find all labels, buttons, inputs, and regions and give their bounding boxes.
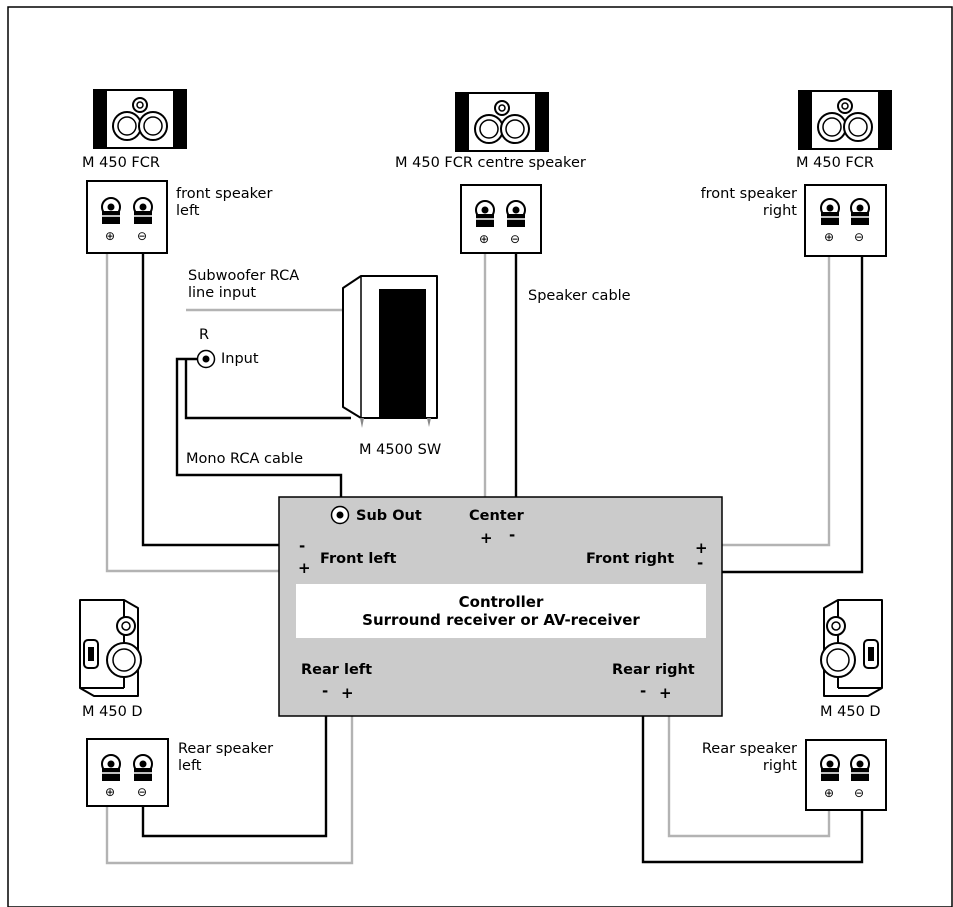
rr-plus-mark: ⊕ [824, 786, 835, 800]
front-right-model-label: M 450 FCR [796, 155, 874, 171]
rear-right-plus: + [659, 684, 672, 702]
black-cables [141, 253, 864, 864]
rl-minus-mark: ⊖ [137, 785, 148, 799]
mono-rca-cable-label: Mono RCA cable [186, 451, 304, 467]
fr-minus-mark: ⊖ [854, 230, 865, 244]
rear-right-terminal-label: Rear speaker right [701, 741, 797, 774]
sub-out-jack [330, 505, 350, 525]
center-plus: + [480, 529, 493, 547]
center-output-label: Center [469, 508, 524, 524]
sub-input-jack [196, 349, 216, 369]
controller-subtitle: Surround receiver or AV-receiver [362, 611, 640, 629]
speaker-cable-label: Speaker cable [528, 288, 631, 304]
outer-frame [7, 6, 953, 907]
fr-plus-mark: ⊕ [824, 230, 835, 244]
front-right-speaker [798, 90, 892, 150]
terminal-front-right [804, 184, 887, 257]
controller-label-panel [296, 584, 706, 638]
rear-left-speaker [79, 599, 142, 697]
subwoofer [342, 275, 438, 428]
subwoofer-rca-label: Subwoofer RCA line input [188, 268, 300, 301]
front-left-plus: + [298, 559, 311, 577]
rear-right-minus: - [640, 682, 647, 700]
subwoofer-model-label: M 4500 SW [359, 442, 442, 458]
sub-channel-label: R [199, 327, 210, 343]
rear-left-model-label: M 450 D [82, 704, 143, 720]
terminal-rear-right [805, 739, 887, 811]
rear-left-plus: + [341, 684, 354, 702]
front-right-plus: + [695, 539, 708, 557]
center-speaker [455, 92, 549, 152]
center-model-label: M 450 FCR centre speaker [395, 155, 586, 171]
rear-right-speaker [820, 599, 883, 697]
sub-input-label: Input [221, 351, 259, 367]
c-plus-mark: ⊕ [479, 232, 490, 246]
rear-right-output-label: Rear right [612, 662, 695, 678]
front-left-terminal-label: front speaker left [176, 186, 273, 219]
front-left-output-label: Front left [320, 551, 397, 567]
center-minus: - [509, 526, 516, 544]
front-left-speaker [93, 89, 187, 149]
fl-plus-mark: ⊕ [105, 229, 116, 243]
front-left-model-label: M 450 FCR [82, 155, 160, 171]
rl-plus-mark: ⊕ [105, 785, 116, 799]
controller-title: Controller [458, 593, 544, 611]
terminal-rear-left [86, 738, 169, 807]
terminal-center [460, 184, 542, 254]
grey-cables [105, 253, 831, 865]
rear-right-model-label: M 450 D [820, 704, 881, 720]
rear-left-minus: - [322, 682, 329, 700]
sub-out-label: Sub Out [356, 508, 422, 524]
front-right-output-label: Front right [586, 551, 675, 567]
rear-left-terminal-label: Rear speaker left [178, 741, 274, 774]
c-minus-mark: ⊖ [510, 232, 521, 246]
fl-minus-mark: ⊖ [137, 229, 148, 243]
controller-title-block: Controller Surround receiver or AV-recei… [296, 593, 706, 629]
terminal-front-left [86, 180, 168, 254]
rr-minus-mark: ⊖ [854, 786, 865, 800]
rear-left-output-label: Rear left [301, 662, 373, 678]
front-left-minus: - [299, 537, 306, 555]
front-right-minus: - [697, 554, 704, 572]
front-right-terminal-label: front speaker right [700, 186, 797, 219]
